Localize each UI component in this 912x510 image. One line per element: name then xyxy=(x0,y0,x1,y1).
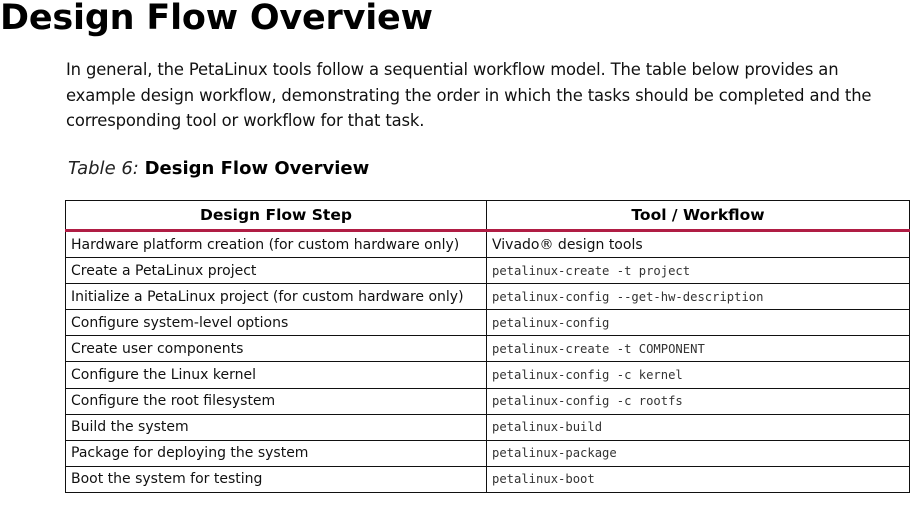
tool-workflow-cell: petalinux-package xyxy=(486,439,910,467)
table-body: Hardware platform creation (for custom h… xyxy=(65,229,910,493)
design-flow-step-cell: Boot the system for testing xyxy=(65,465,487,493)
table-caption-title: Design Flow Overview xyxy=(144,158,370,179)
design-flow-step-cell: Hardware platform creation (for custom h… xyxy=(65,229,487,259)
tool-workflow-cell: petalinux-config xyxy=(486,309,910,337)
header-row: Design Flow Step Tool / Workflow xyxy=(65,200,910,232)
tool-workflow-cell: petalinux-config --get-hw-description xyxy=(486,283,910,311)
design-flow-step-cell: Package for deploying the system xyxy=(65,439,487,467)
intro-paragraph: In general, the PetaLinux tools follow a… xyxy=(66,60,872,130)
tool-workflow-cell: petalinux-config -c kernel xyxy=(486,361,910,389)
page-title: Design Flow Overview xyxy=(0,0,433,38)
table-row: Hardware platform creation (for custom h… xyxy=(65,229,910,259)
tool-workflow-cell: petalinux-config -c rootfs xyxy=(486,387,910,415)
tool-workflow-cell: Vivado® design tools xyxy=(486,229,910,259)
design-flow-step-cell: Initialize a PetaLinux project (for cust… xyxy=(65,283,487,311)
header-design-flow-step: Design Flow Step xyxy=(65,200,487,232)
design-flow-step-cell: Configure the root filesystem xyxy=(65,387,487,415)
design-flow-step-cell: Create user components xyxy=(65,335,487,363)
table-row: Initialize a PetaLinux project (for cust… xyxy=(65,283,910,311)
tool-workflow-cell: petalinux-build xyxy=(486,413,910,441)
design-flow-step-cell: Create a PetaLinux project xyxy=(65,257,487,285)
tool-workflow-cell: petalinux-create -t project xyxy=(486,257,910,285)
table-header: Design Flow Step Tool / Workflow xyxy=(65,200,910,232)
design-flow-step-cell: Build the system xyxy=(65,413,487,441)
table-caption-number: Table 6: xyxy=(68,158,139,179)
design-flow-step-cell: Configure system-level options xyxy=(65,309,487,337)
tool-workflow-cell: petalinux-boot xyxy=(486,465,910,493)
table-caption: Table 6: Design Flow Overview xyxy=(68,156,369,182)
design-flow-step-cell: Configure the Linux kernel xyxy=(65,361,487,389)
design-flow-table: Design Flow Step Tool / Workflow Hardwar… xyxy=(65,200,910,493)
tool-workflow-cell: petalinux-create -t COMPONENT xyxy=(486,335,910,363)
header-tool-workflow: Tool / Workflow xyxy=(486,200,910,232)
